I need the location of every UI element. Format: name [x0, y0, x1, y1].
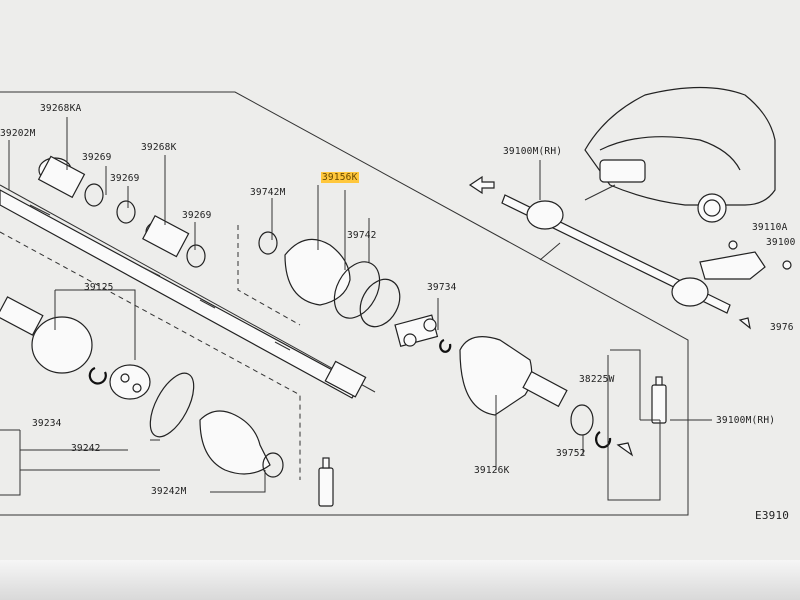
drive-shaft	[0, 189, 367, 399]
label-38225W: 38225W	[579, 374, 615, 385]
label-39100: 39100	[766, 237, 796, 248]
label-39269-a: 39269	[82, 152, 112, 163]
arrow-front-icon	[468, 175, 751, 457]
label-39125: 39125	[84, 282, 114, 293]
grease-tube-icon	[318, 376, 667, 507]
label-39202M: 39202M	[0, 128, 36, 139]
slide-joint-housing	[459, 336, 612, 449]
leader-lines	[0, 117, 712, 501]
label-39234: 39234	[32, 418, 62, 429]
rh-shaft-assembly	[501, 194, 731, 314]
label-39269-b: 39269	[110, 173, 140, 184]
label-39100M-RH-mid: 39100M(RH)	[716, 415, 776, 426]
support-bracket	[699, 240, 792, 280]
label-39742: 39742	[347, 230, 377, 241]
diagram-code: E3910	[755, 509, 790, 522]
spider-assembly	[394, 314, 452, 353]
label-39156K-highlighted[interactable]: 39156K	[321, 172, 359, 183]
dynamic-damper	[37, 155, 190, 258]
label-39742M: 39742M	[250, 187, 286, 198]
band-clamps	[84, 183, 206, 268]
label-3976: 3976	[770, 322, 794, 333]
label-39268K: 39268K	[141, 142, 177, 153]
car-front-icon	[584, 86, 776, 223]
label-39242M: 39242M	[151, 486, 187, 497]
boot-band-large	[149, 372, 195, 438]
label-39242: 39242	[71, 443, 101, 454]
diagram-frame	[0, 91, 689, 516]
outer-boot	[199, 410, 284, 478]
label-39269-c: 39269	[182, 210, 212, 221]
label-39100M-RH-top: 39100M(RH)	[503, 146, 563, 157]
label-39268KA: 39268KA	[40, 103, 82, 114]
label-39734: 39734	[427, 282, 457, 293]
label-39126K: 39126K	[474, 465, 510, 476]
label-39110A: 39110A	[752, 222, 788, 233]
monitor-bottom-edge	[0, 560, 800, 600]
outer-joint	[0, 296, 151, 400]
inner-boot	[258, 231, 401, 328]
label-39752: 39752	[556, 448, 586, 459]
